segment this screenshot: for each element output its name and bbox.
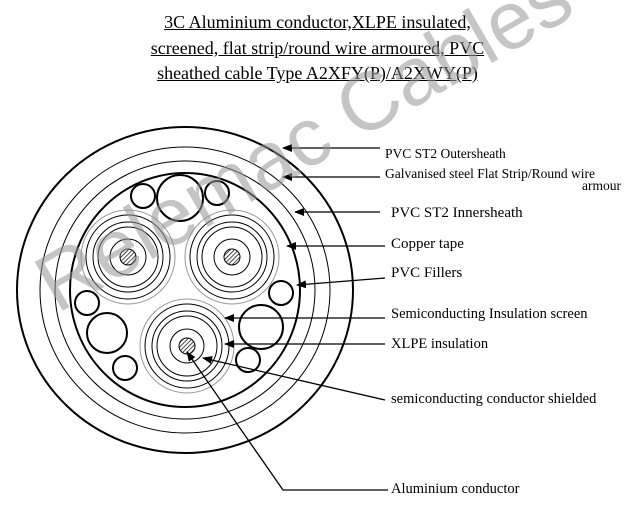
label-outersheath: PVC ST2 Outersheath <box>385 146 506 161</box>
label-armour: Galvanised steel Flat Strip/Round wire <box>385 166 595 181</box>
core-3 <box>139 298 235 394</box>
label-copper-tape: Copper tape <box>391 236 464 252</box>
core-2 <box>184 209 280 305</box>
fillers <box>74 174 294 381</box>
label-fillers: PVC Fillers <box>391 265 463 281</box>
armour-ring-inner <box>54 160 316 420</box>
title-line-2: screened, flat strip/round wire armoured… <box>150 38 485 58</box>
label-armour-cont: armour <box>582 178 621 193</box>
outersheath-ring <box>16 126 354 454</box>
label-conductor-shield: semiconducting conductor shielded <box>391 391 597 407</box>
title-line-1: 3C Aluminium conductor,XLPE insulated, <box>164 12 471 32</box>
armour-ring-outer <box>39 146 331 434</box>
innersheath-ring <box>69 172 301 408</box>
label-innersheath: PVC ST2 Innersheath <box>391 205 523 221</box>
label-conductor: Aluminium conductor <box>391 481 520 497</box>
title-line-3: sheathed cable Type A2XFY(P)/A2XWY(P) <box>157 63 478 83</box>
label-insulation-screen: Semiconducting Insulation screen <box>391 306 588 322</box>
leader-arrows <box>186 144 388 491</box>
core-1 <box>80 209 176 305</box>
label-xlpe: XLPE insulation <box>391 336 489 352</box>
